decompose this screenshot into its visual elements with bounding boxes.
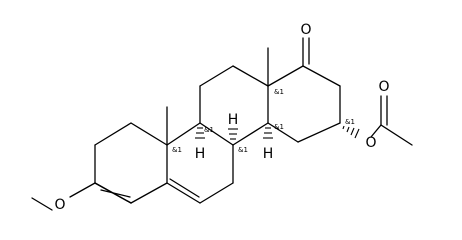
stereo-bonds (195, 125, 360, 140)
hash-bond-c16-o (342, 125, 360, 139)
stereo-label-c10: &1 (172, 146, 182, 154)
ester-oxygen-label: O (365, 135, 376, 151)
hash-bond-c8 (228, 128, 238, 140)
stereo-descriptors: &1 &1 &1 &1 &1 &1 (172, 88, 355, 154)
stereo-label-c14: &1 (274, 123, 284, 131)
hash-bond-c14 (263, 127, 273, 139)
stereo-label-c13: &1 (274, 88, 284, 96)
stereo-label-c16: &1 (345, 118, 355, 126)
hydrogen-c14-label: H (263, 146, 274, 162)
stereo-label-c8: &1 (238, 146, 248, 154)
methoxy-oxygen-label: O (54, 197, 65, 213)
double-bonds (94, 37, 388, 204)
atom-labels: O O O O H H H (54, 22, 389, 213)
bond-skeleton (31, 47, 413, 211)
hash-bond-c9 (195, 127, 205, 139)
stereo-label-c9: &1 (204, 126, 214, 134)
ketone-oxygen-label: O (300, 22, 311, 38)
hydrogen-c9-label: H (195, 146, 206, 162)
ester-carbonyl-oxygen-label: O (378, 79, 389, 95)
structure-diagram: O O O O H H H &1 &1 &1 &1 &1 &1 (31, 22, 413, 213)
hydrogen-c8-label: H (228, 112, 239, 128)
